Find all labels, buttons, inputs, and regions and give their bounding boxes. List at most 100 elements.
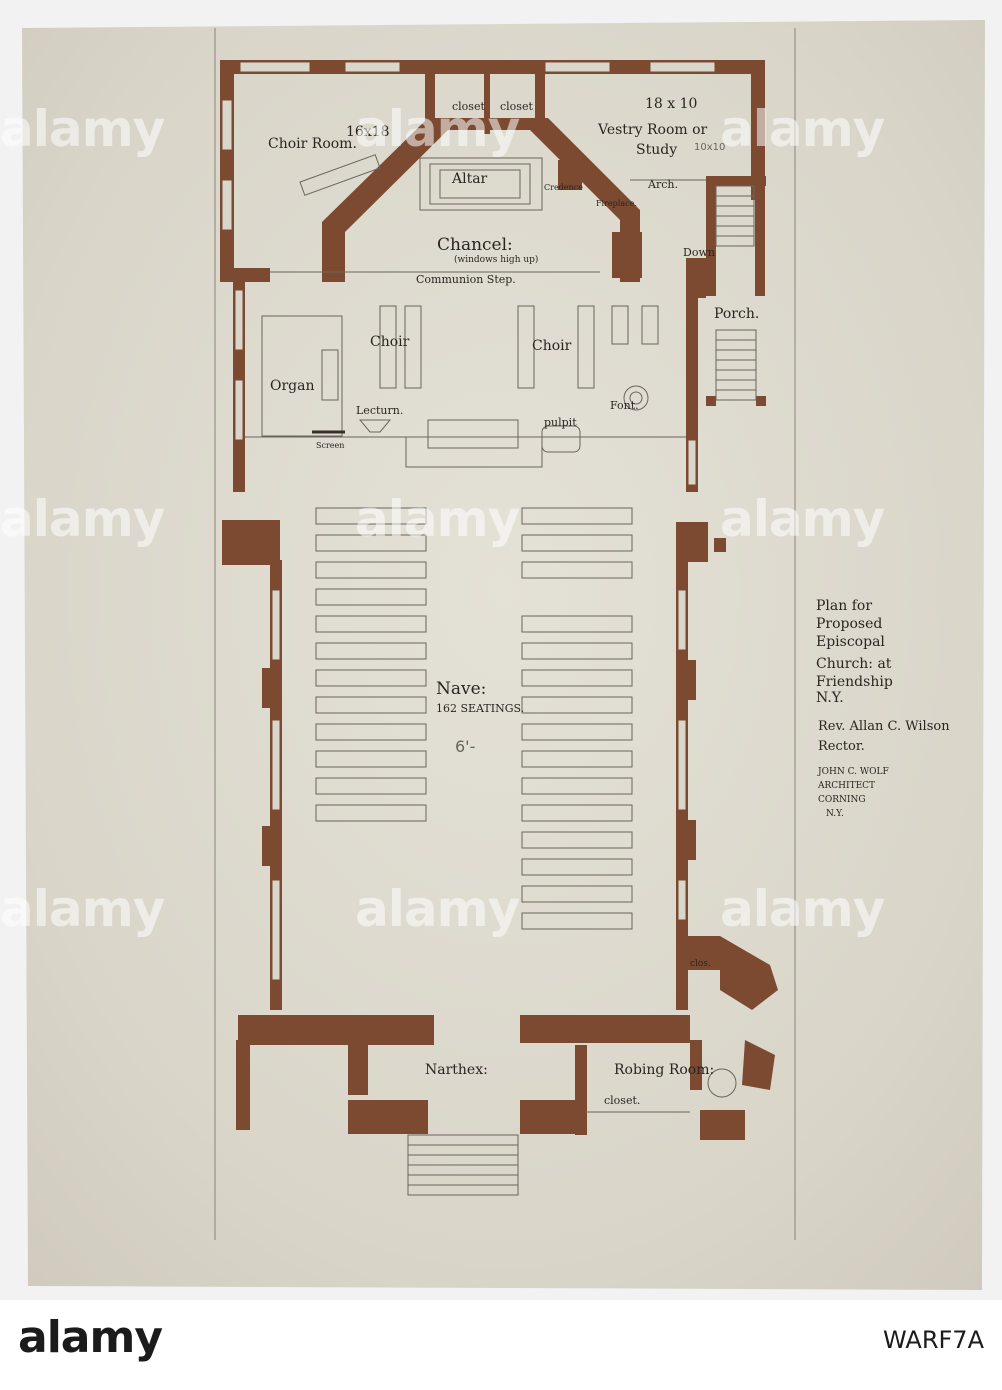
pew [315,696,427,714]
pilaster-left-2 [262,668,272,708]
credence-niche [558,160,582,190]
pilaster-right-3 [686,820,696,860]
watermark: alamy [720,100,885,158]
label-arch: Arch. [647,178,678,191]
label-chancel: Chancel: [437,235,513,255]
pew [315,669,427,687]
walls [220,60,778,1140]
title-plan-line-5: Friendship [816,674,893,690]
pew [521,669,633,687]
window-top-3 [544,61,611,73]
wall-closet-left [425,74,435,134]
label-screen: Screen [316,441,344,450]
label-closet-right: closet [500,100,533,113]
watermark: alamy [355,100,520,158]
window-top-1 [239,61,311,73]
choir-room-bench [299,154,381,196]
wall-down-block [686,258,706,298]
window-left-1 [221,99,233,151]
pew [315,777,427,795]
label-pencil-mark: 6'- [455,737,475,756]
label-closet-left: closet [452,100,485,113]
chancel-platform [405,436,543,468]
altar-table [439,169,521,199]
wall-narthex-bottom-mid [520,1100,580,1134]
label-porch: Porch. [714,306,759,322]
pew [521,642,633,660]
watermark: alamy [0,880,165,938]
label-vestry-line1: Vestry Room or [597,122,708,138]
altar-platform [419,157,543,211]
wall-narthex-left [238,1015,434,1045]
pew [521,804,633,822]
window-nave-right-3 [677,879,687,921]
fireplace-chimney [612,232,642,278]
watermark: alamy [720,880,885,938]
label-choir-room: Choir Room. [268,136,357,152]
wall-vestry-right [751,60,765,200]
label-narthex: Narthex: [425,1062,488,1078]
wall-porch-post2 [706,396,716,406]
window-nave-right-1 [677,589,687,651]
title-block: Plan for Proposed Episcopal Church: at F… [816,598,950,819]
wall-closet-right [535,74,545,134]
choir-stall-right-3 [611,305,629,345]
pew [315,588,427,606]
title-plan-line-1: Plan for [816,598,872,614]
label-nave-seatings: 162 SEATINGS. [436,702,524,715]
wall-narthex-entry-left [348,1045,368,1095]
window-nave-right-2 [677,719,687,811]
label-altar: Altar [451,171,488,187]
title-architect-line-1: JOHN C. WOLF [817,767,889,777]
pew [521,777,633,795]
baptismal-font-inner [629,391,643,405]
label-font: Font. [610,399,639,412]
pew [521,885,633,903]
title-architect-line-3: CORNING [818,795,866,805]
pew [315,534,427,552]
window-nave-left-3 [271,879,281,981]
drawing-sheet: closet closet 18 x 10 Vestry Room or Stu… [0,0,1002,1300]
pew [315,723,427,741]
label-dimension-choir: 16x18 [346,124,390,140]
wall-narthex-far-left [236,1040,250,1130]
label-vestry-line2: Study [636,142,677,158]
pew [521,507,633,525]
choir-stall-left-1 [379,305,397,389]
entrance-stairs [407,1134,519,1196]
pilaster-nave-top-left [222,520,280,565]
label-credence: Credence [544,183,583,192]
label-organ: Organ [270,378,315,394]
wall-robing-divider [575,1045,587,1135]
organ-keys [321,349,339,401]
wall-choir-room-bottom [220,268,270,282]
choir-stall-right-4 [641,305,659,345]
label-lecturn: Lecturn. [356,404,403,417]
watermark: alamy [720,490,885,548]
title-rector-line-2: Rector. [818,739,865,754]
furnishings [245,154,757,1196]
pew [315,642,427,660]
window-nave-left-2 [271,719,281,811]
choir-stall-right-2 [577,305,595,389]
window-top-2 [344,61,401,73]
title-plan-line-6: N.Y. [816,690,844,706]
wall-robing-bottom-right [700,1110,745,1140]
label-vestry-pencil: 10x10 [694,142,725,153]
pew [315,561,427,579]
pew [521,858,633,876]
footer-logo: alamy [18,1312,163,1363]
vestry-stairs [715,185,755,247]
label-clos: clos. [690,959,711,969]
title-architect-line-4: N.Y. [826,809,844,819]
wall-narthex-bottom-left [348,1100,428,1134]
organ-box [261,315,343,437]
title-rector-line-1: Rev. Allan C. Wilson [818,719,950,734]
pilaster-nave-top-right [676,522,708,562]
wall-closet-divider [484,74,490,134]
wall-narthex-right [520,1015,690,1043]
lecturn-stand [358,419,392,433]
label-closet-bottom: closet. [604,1094,640,1107]
wall-choir-room-left [220,60,234,282]
footer-bar: alamy WARF7A [0,1300,1002,1390]
